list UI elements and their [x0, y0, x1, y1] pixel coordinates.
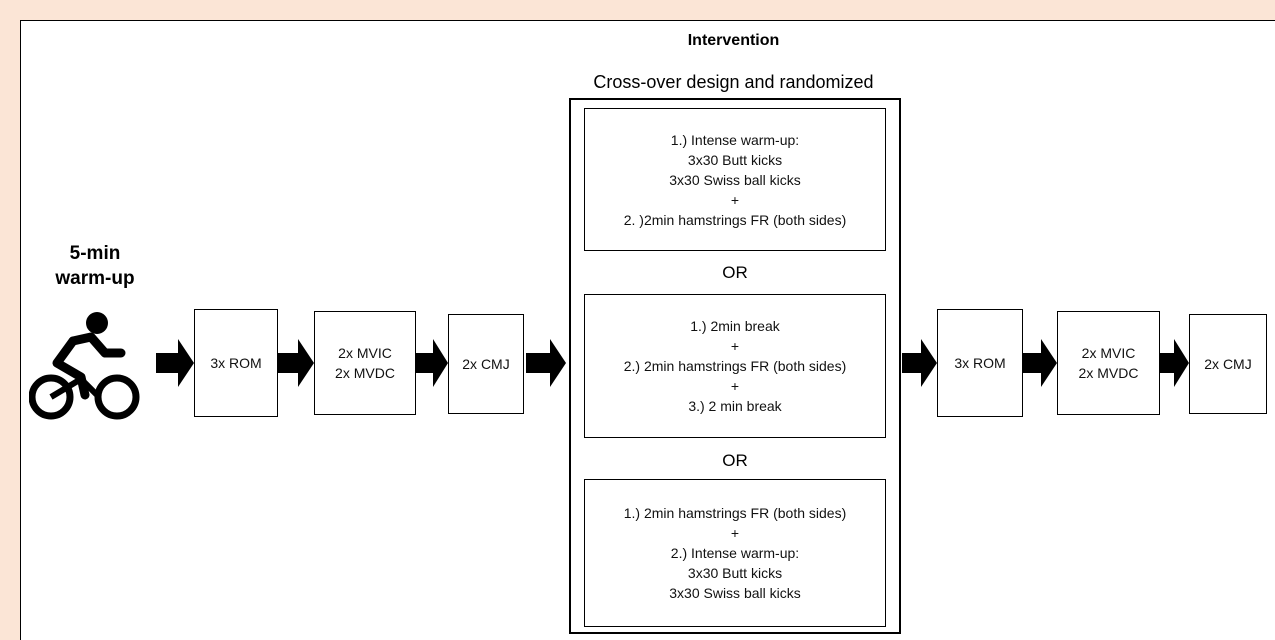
arrow-right-icon [416, 339, 448, 387]
post-cmj-box: 2x CMJ [1189, 314, 1267, 414]
option2-line: + [730, 338, 740, 354]
option1-line: 1.) Intense warm-up: [670, 131, 800, 148]
post-mvdc-label: 2x MVDC [1078, 365, 1139, 381]
option2-line: 3.) 2 min break [688, 398, 782, 414]
intervention-option-1: 1.) Intense warm-up: 3x30 Butt kicks 3x3… [584, 108, 886, 251]
option1-line: 2. )2min hamstrings FR (both sides) [623, 211, 847, 228]
arrow-right-icon [278, 339, 314, 387]
warmup-label-line2: warm-up [55, 268, 135, 289]
cyclist-icon [29, 312, 140, 420]
pre-rom-box: 3x ROM [194, 309, 278, 417]
arrow-right-icon [1160, 339, 1189, 387]
pre-mvic-box: 2x MVIC 2x MVDC [314, 311, 416, 415]
arrow-right-icon [1023, 339, 1057, 387]
option1-line: 3x30 Butt kicks [687, 151, 783, 168]
intervention-option-3: 1.) 2min hamstrings FR (both sides) + 2.… [584, 479, 886, 627]
option2-line: 2.) 2min hamstrings FR (both sides) [623, 358, 847, 374]
option3-line: 3x30 Swiss ball kicks [669, 585, 801, 601]
post-mvic-label: 2x MVIC [1081, 345, 1136, 361]
pre-cmj-box: 2x CMJ [448, 314, 524, 414]
post-rom-label: 3x ROM [954, 355, 1006, 371]
warmup-label: 5-min warm-up [39, 241, 151, 291]
design-subtitle: Cross-over design and randomized [593, 71, 874, 92]
intervention-container [569, 98, 901, 634]
option3-line: 2.) Intense warm-up: [670, 545, 800, 561]
intervention-title: Intervention [687, 32, 780, 49]
pre-cmj-label: 2x CMJ [462, 356, 510, 372]
or-separator-1: OR [722, 263, 748, 282]
option1-line: 3x30 Swiss ball kicks [669, 171, 801, 188]
option3-line: 1.) 2min hamstrings FR (both sides) [623, 505, 847, 521]
option2-line: + [730, 378, 740, 394]
arrow-right-icon [526, 339, 566, 387]
diagram-panel: Intervention Cross-over design and rando… [20, 20, 1275, 640]
option2-line: 1.) 2min break [690, 318, 780, 334]
pre-rom-label: 3x ROM [210, 355, 262, 371]
arrow-right-icon [902, 339, 937, 387]
option3-line: + [730, 525, 740, 541]
option3-line: 3x30 Butt kicks [687, 565, 783, 581]
post-rom-box: 3x ROM [937, 309, 1023, 417]
arrow-right-icon [156, 339, 194, 387]
warmup-label-line1: 5-min [69, 243, 121, 264]
pre-mvic-label: 2x MVIC [338, 345, 392, 361]
option1-line: + [730, 191, 740, 208]
pre-mvdc-label: 2x MVDC [335, 365, 395, 381]
post-mvic-box: 2x MVIC 2x MVDC [1057, 311, 1160, 415]
or-separator-2: OR [722, 451, 748, 470]
post-cmj-label: 2x CMJ [1204, 356, 1252, 372]
intervention-option-2: 1.) 2min break + 2.) 2min hamstrings FR … [584, 294, 886, 438]
